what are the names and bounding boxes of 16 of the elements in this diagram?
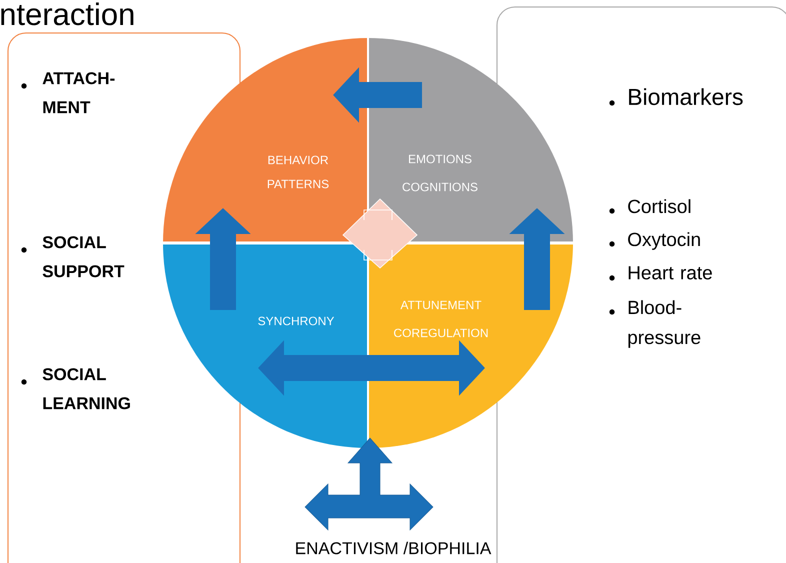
quadrant: BEHAVIOR PATTERNS (163, 38, 368, 243)
node-label: ATTACH- MENT (42, 72, 115, 114)
node-label: Heart rate (628, 266, 712, 280)
node-label: Oxytocin (628, 232, 700, 250)
node-label: SOCIAL LEARNING (42, 368, 130, 410)
label-text: ENACTIVISM /BIOPHILIA (296, 542, 492, 554)
title: nteraction (1, 2, 134, 26)
bullet-list-box: ATTACH- MENT SOCIAL SUPPORT SOCIAL LEARNING (21, 72, 130, 410)
quadrant: SYNCHRONY (163, 243, 368, 448)
node-label: Biomarkers (629, 88, 743, 106)
bullet-list-box: Biomarkers Cortisol Oxytocin Heart rate Blood- pressure (609, 88, 743, 348)
node-label: Cortisol (628, 199, 690, 214)
quadrant: EMOTIONS COGNITIONS (368, 38, 573, 243)
quadrant: ATTUNEMENT COREGULATION (368, 243, 573, 448)
node-label: Blood- pressure (628, 300, 700, 348)
node-label: SOCIAL SUPPORT (42, 236, 124, 278)
